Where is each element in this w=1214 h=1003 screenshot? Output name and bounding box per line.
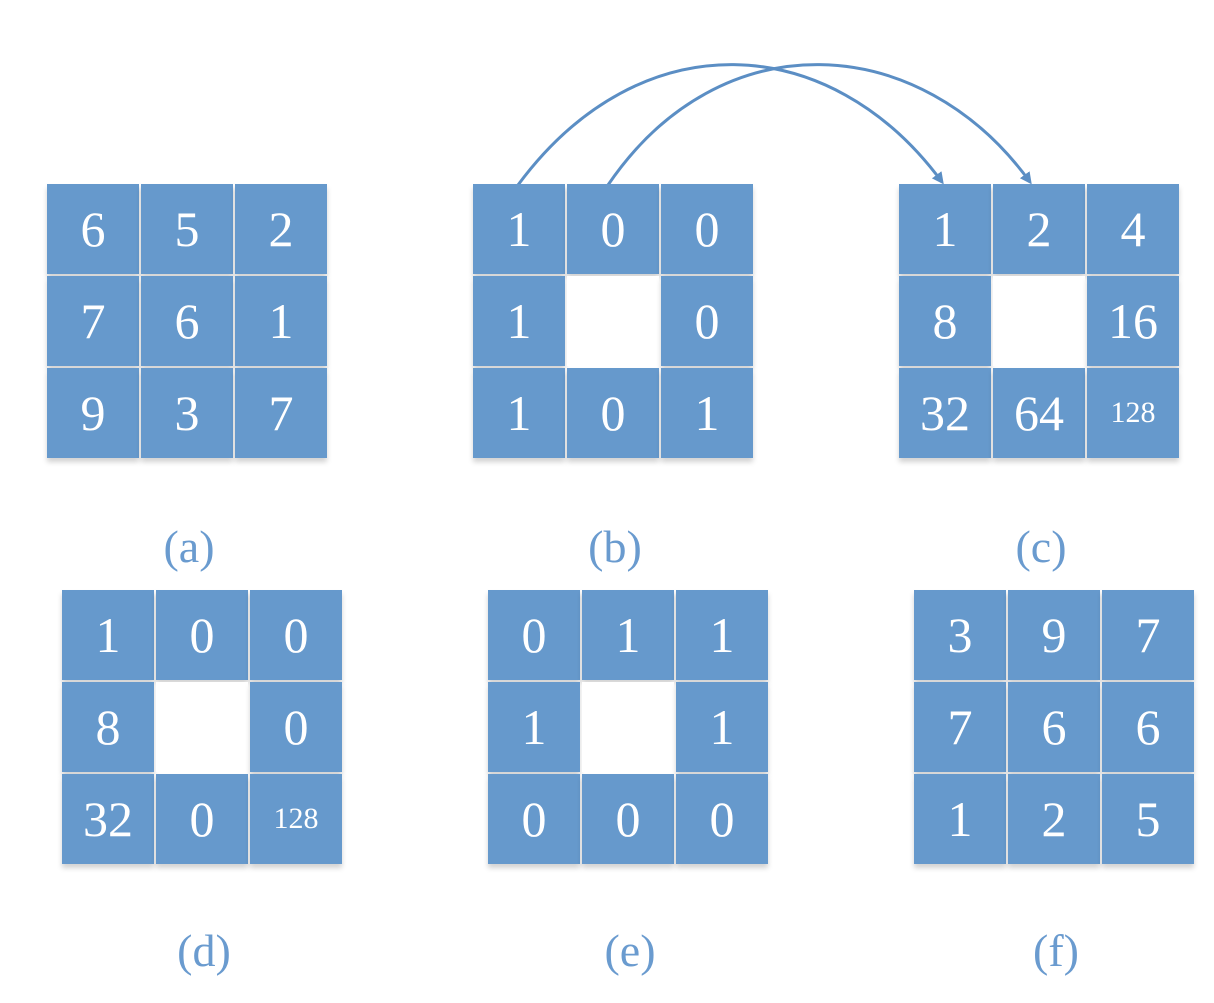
panel-c-cell-1-0: 8 [899,276,991,366]
panel-f-cell-0-1: 9 [1008,590,1100,680]
panel-e-cell-1-2: 1 [676,682,768,772]
panel-c-cell-2-1: 64 [993,368,1085,458]
panel-d-cell-1-2: 0 [250,682,342,772]
panel-a-cell-2-1: 3 [141,368,233,458]
label-f: (f) [1033,925,1079,976]
panel-e-cell-2-1: 0 [582,774,674,864]
panel-e-cell-2-0: 0 [488,774,580,864]
panel-a-cell-0-0: 6 [47,184,139,274]
panel-d-cell-0-2: 0 [250,590,342,680]
panel-d-cell-0-1: 0 [156,590,248,680]
panel-b-cell-0-1: 0 [567,184,659,274]
panel-a-cell-1-2: 1 [235,276,327,366]
panel-b-center-empty [567,276,659,366]
panel-e-cell-0-2: 1 [676,590,768,680]
panel-a-cell-0-1: 5 [141,184,233,274]
panel-e-cell-2-2: 0 [676,774,768,864]
panel-d-cell-2-1: 0 [156,774,248,864]
label-a: (a) [163,521,215,572]
panel-f-cell-2-0: 1 [914,774,1006,864]
panel-f-cell-1-0: 7 [914,682,1006,772]
panel-b-cell-2-2: 1 [661,368,753,458]
label-c: (c) [1015,521,1067,572]
panel-f-cell-0-2: 7 [1102,590,1194,680]
panel-f-cell-0-0: 3 [914,590,1006,680]
panel-c-cell-2-2: 128 [1087,368,1179,458]
panel-f-cell-1-2: 6 [1102,682,1194,772]
panel-a-cell-0-2: 2 [235,184,327,274]
panel-d-cell-2-0: 32 [62,774,154,864]
arrow-b1-to-c1 [516,63,944,186]
panel-b-cell-0-0: 1 [473,184,565,274]
panel-d-cell-0-0: 1 [62,590,154,680]
panel-d-cell-1-0: 8 [62,682,154,772]
panel-f-cell-2-1: 2 [1008,774,1100,864]
panel-c-cell-2-0: 32 [899,368,991,458]
panel-b-cell-1-2: 0 [661,276,753,366]
panel-a-cell-2-2: 7 [235,368,327,458]
panel-d-cell-2-2: 128 [250,774,342,864]
panel-c-cell-1-2: 16 [1087,276,1179,366]
panel-c-center-empty [993,276,1085,366]
panel-e-center-empty [582,682,674,772]
panel-a-cell-1-0: 7 [47,276,139,366]
panel-f-cell-2-2: 5 [1102,774,1194,864]
panel-d-center-empty [156,682,248,772]
panel-c-cell-0-0: 1 [899,184,991,274]
arrow-b2-to-c2 [606,63,1032,186]
panel-c-cell-0-2: 4 [1087,184,1179,274]
panel-a-cell-1-1: 6 [141,276,233,366]
label-b: (b) [588,521,642,572]
panel-b-cell-2-1: 0 [567,368,659,458]
label-d: (d) [177,925,231,976]
panel-c-cell-0-1: 2 [993,184,1085,274]
panel-e-cell-1-0: 1 [488,682,580,772]
panel-a-cell-2-0: 9 [47,368,139,458]
panel-b-cell-2-0: 1 [473,368,565,458]
label-e: (e) [604,925,656,976]
panel-f-cell-1-1: 6 [1008,682,1100,772]
panel-e-cell-0-1: 1 [582,590,674,680]
panel-e-cell-0-0: 0 [488,590,580,680]
panel-b-cell-1-0: 1 [473,276,565,366]
panel-b-cell-0-2: 0 [661,184,753,274]
